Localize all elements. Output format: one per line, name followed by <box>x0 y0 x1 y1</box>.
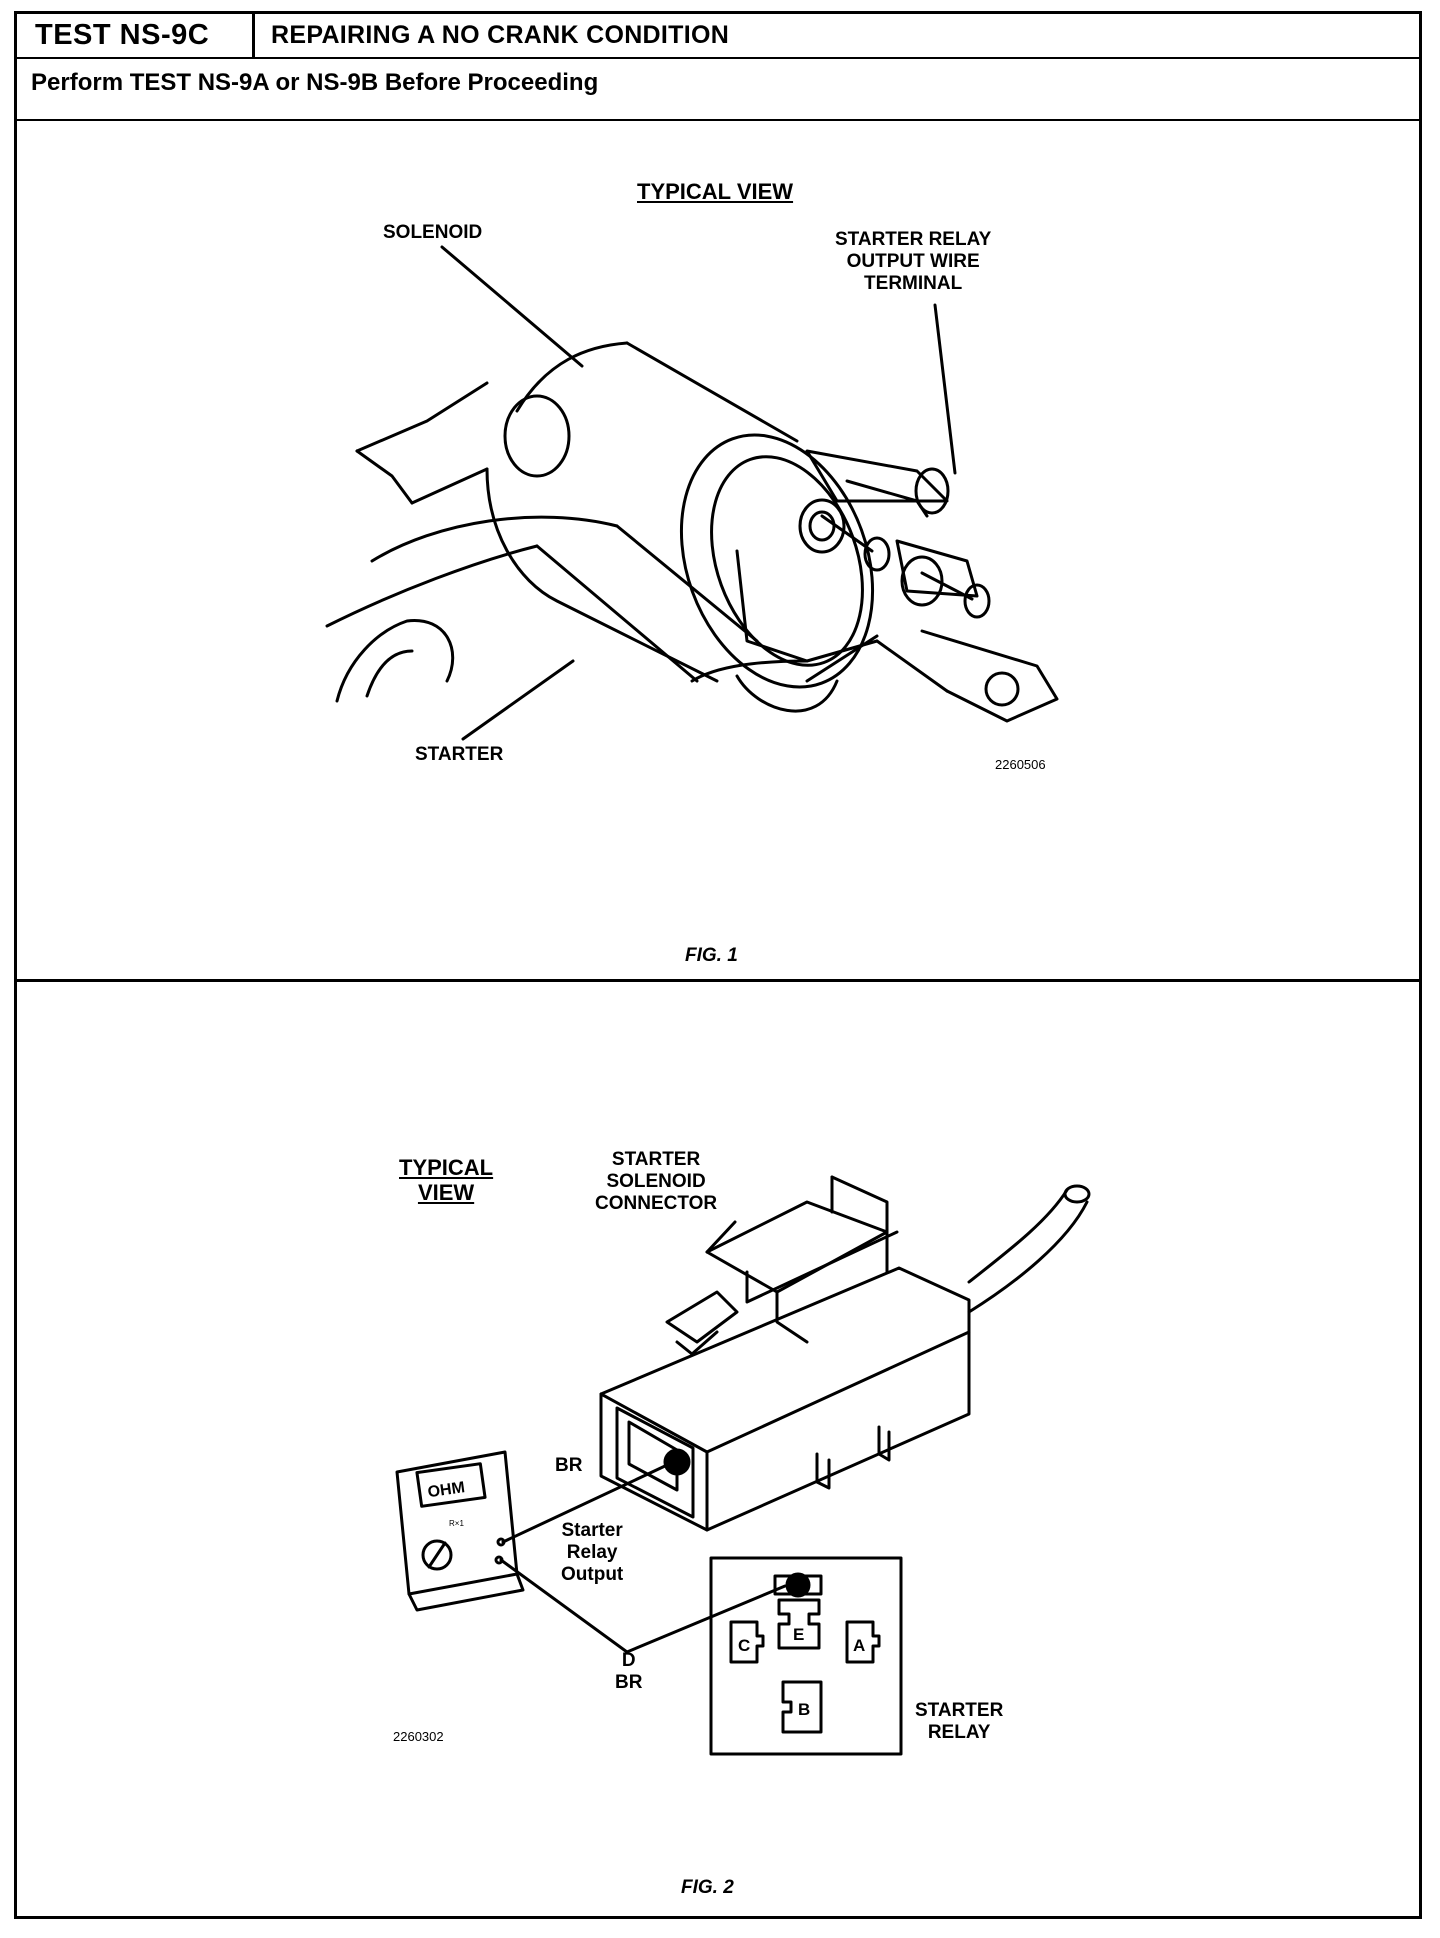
relay-terminal-a-label: A <box>853 1636 865 1655</box>
fig2-caption: FIG. 2 <box>681 1877 734 1898</box>
relay-terminal-e <box>777 1598 821 1650</box>
solenoid-leader-line <box>440 245 584 368</box>
relay-housing <box>709 1556 903 1756</box>
solenoid-terminals <box>735 449 991 663</box>
meter-display: OHM <box>427 1479 466 1501</box>
starter-relay-label-line-1: STARTER <box>915 1700 1004 1721</box>
header-row: TEST NS-9C REPAIRING A NO CRANK CONDITIO… <box>17 14 1419 59</box>
solenoid-connector <box>599 1175 1091 1532</box>
relay-output-terminal-stud <box>914 467 950 515</box>
connector-leader-line <box>705 1220 737 1254</box>
solenoid-label: SOLENOID <box>383 222 483 243</box>
connector-label-line-3: CONNECTOR <box>595 1192 718 1214</box>
relay-terminal-c <box>729 1620 765 1664</box>
test-id: TEST NS-9C <box>17 14 255 57</box>
br-wire-label: BR <box>555 1455 583 1476</box>
solenoid-starter-illustration <box>325 245 1059 741</box>
starter-housing <box>325 381 1059 723</box>
fig2-view-label-line-1: TYPICAL <box>399 1155 494 1180</box>
connector-label-line-2: SOLENOID <box>606 1170 706 1192</box>
relay-terminal-leader-line <box>933 303 957 475</box>
fig1-caption: FIG. 1 <box>685 945 738 966</box>
meter-range: R×1 <box>449 1519 464 1528</box>
test-leads <box>499 1464 787 1654</box>
relay-terminal-b-label: B <box>798 1700 810 1719</box>
br-wire-probe-point <box>663 1448 691 1476</box>
starter-label: STARTER <box>415 744 504 765</box>
figure-2-panel: TYPICAL VIEW STARTER SOLENOID CONNECTOR … <box>17 982 1419 1916</box>
figure-1-panel: TYPICAL VIEW SOLENOID STARTER RELAY OUTP… <box>17 121 1419 982</box>
fig2-ref-number: 2260302 <box>393 1729 444 1744</box>
connector-label-line-1: STARTER <box>611 1149 701 1170</box>
relay-output-label-line-3: Output <box>561 1563 624 1585</box>
starter-relay-label: STARTER RELAY <box>915 1700 1003 1744</box>
relay-terminal-e-label: E <box>793 1625 804 1644</box>
test-lead-to-connector <box>501 1464 667 1544</box>
test-sheet: TEST NS-9C REPAIRING A NO CRANK CONDITIO… <box>14 11 1422 1919</box>
starter-leader-line <box>461 659 575 741</box>
starter-relay-label-line-2: RELAY <box>927 1721 991 1743</box>
test-lead-to-relay <box>499 1558 787 1654</box>
ohmmeter: OHM R×1 <box>395 1450 525 1612</box>
relay-terminal-label-line-3: TERMINAL <box>864 272 963 294</box>
connector-relay-illustration: OHM R×1 <box>395 1175 1091 1756</box>
d-terminal-label: D BR <box>615 1650 642 1694</box>
d-terminal-label-line-1: D <box>621 1650 636 1671</box>
relay-output-label-line-1: Starter <box>561 1520 623 1541</box>
fig2-view-label-line-2: VIEW <box>417 1180 475 1206</box>
connector-label: STARTER SOLENOID CONNECTOR <box>595 1149 717 1215</box>
relay-terminal-a <box>845 1620 881 1664</box>
relay-output-label: Starter Relay Output <box>561 1520 623 1586</box>
relay-output-label-line-2: Relay <box>566 1541 618 1563</box>
relay-terminal-b <box>781 1680 823 1734</box>
fig1-ref-number: 2260506 <box>995 757 1046 772</box>
prerequisite-note: Perform TEST NS-9A or NS-9B Before Proce… <box>17 59 1419 121</box>
fig1-view-label: TYPICAL VIEW <box>637 179 794 204</box>
relay-terminal-d-probe-point <box>785 1572 811 1598</box>
relay-terminal-label: STARTER RELAY OUTPUT WIRE TERMINAL <box>835 229 991 295</box>
solenoid-body <box>485 341 875 689</box>
meter-selector-dial <box>421 1539 453 1571</box>
starter-relay: C E A B <box>709 1556 903 1756</box>
relay-terminal-label-line-2: OUTPUT WIRE <box>846 250 980 272</box>
relay-terminal-label-line-1: STARTER RELAY <box>835 229 992 250</box>
relay-terminal-c-label: C <box>738 1636 750 1655</box>
fig2-view-label: TYPICAL VIEW <box>399 1155 493 1206</box>
test-title: REPAIRING A NO CRANK CONDITION <box>271 21 730 49</box>
d-terminal-label-line-2: BR <box>615 1671 643 1693</box>
